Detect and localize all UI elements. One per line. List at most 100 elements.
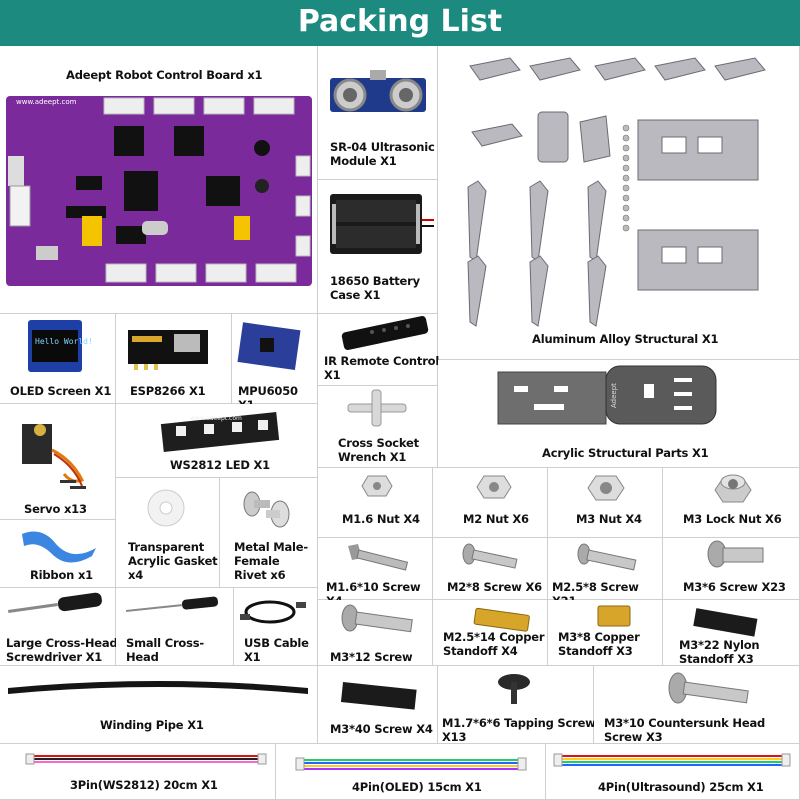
- pin3-image: [25, 753, 267, 765]
- usb-cable-label: USB Cable X1: [244, 636, 309, 664]
- acrylic-cell: Adeept Acrylic Structural Parts X1: [438, 360, 800, 468]
- ir-remote-image: [341, 316, 429, 350]
- m16-nut-label: M1.6 Nut X4: [342, 512, 420, 526]
- oled-screen-text: Hello World!: [35, 337, 93, 346]
- ribbon-cell: Ribbon x1: [0, 520, 116, 588]
- pin4-ultra-label: 4Pin(Ultrasound) 25cm X1: [598, 780, 764, 794]
- ultrasonic-label: SR-04 Ultrasonic Module X1: [330, 140, 435, 168]
- m3-12-screw-cell: M3*12 Screw X6: [318, 600, 433, 678]
- m25-standoff-cell: M2.5*14 Copper Standoff X4: [433, 600, 548, 666]
- pin4-ultra-cell: 4Pin(Ultrasound) 25cm X1: [546, 744, 800, 800]
- m3-8-standoff-cell: M3*8 Copper Standoff X3: [548, 600, 663, 666]
- m25-standoff-image: [473, 607, 530, 632]
- m16-screw-image: [348, 544, 409, 571]
- m3-nut-cell: M3 Nut X4: [548, 468, 663, 538]
- ribbon-image: [22, 531, 96, 563]
- m3-nut-label: M3 Nut X4: [576, 512, 642, 526]
- ir-remote-cell: IR Remote Control X1: [318, 314, 440, 386]
- m2-nut-label: M2 Nut X6: [463, 512, 529, 526]
- m2-nut-cell: M2 Nut X6: [433, 468, 548, 538]
- countersunk-label: M3*10 Countersunk Head Screw X3: [604, 716, 766, 744]
- esp8266-image: [128, 330, 208, 370]
- mpu6050-cell: MPU6050 X1: [232, 314, 318, 412]
- m3-lock-nut-image: [714, 474, 752, 503]
- m25-standoff-label: M2.5*14 Copper Standoff X4: [443, 630, 545, 658]
- m25-screw-cell: M2.5*8 Screw X21: [548, 538, 663, 608]
- battery-case-label: 18650 Battery Case X1: [330, 274, 420, 302]
- esp8266-cell: ESP8266 X1: [116, 314, 232, 404]
- large-driver-label: Large Cross-Head Screwdriver X1: [6, 636, 118, 664]
- ws2812-url-text: www.adeept.com: [190, 415, 242, 422]
- servo-label: Servo x13: [24, 502, 87, 516]
- tapping-screw-cell: M1.7*6*6 Tapping Screw X13: [438, 666, 596, 744]
- m2-screw-cell: M2*8 Screw X6: [433, 538, 548, 600]
- rivet-cell: Metal Male-Female Rivet x6: [220, 478, 318, 588]
- ribbon-label: Ribbon x1: [30, 568, 93, 582]
- mpu6050-image: [237, 322, 301, 370]
- acrylic-parts-image: Adeept: [497, 365, 717, 425]
- acrylic-logo-text: Adeept: [610, 383, 618, 408]
- usb-cable-image: [240, 600, 306, 624]
- cross-wrench-cell: Cross Socket Wrench X1: [318, 386, 438, 468]
- pin3-label: 3Pin(WS2812) 20cm X1: [70, 778, 218, 792]
- pin4-ultra-image: [553, 753, 791, 767]
- gasket-label: Transparent Acrylic Gasket x4: [128, 540, 218, 582]
- m2-screw-label: M2*8 Screw X6: [447, 580, 542, 594]
- tapping-screw-label: M1.7*6*6 Tapping Screw X13: [442, 716, 596, 744]
- gasket-image: [147, 489, 185, 527]
- m3-6-screw-cell: M3*6 Screw X23: [663, 538, 800, 600]
- control-board-cell: Adeept Robot Control Board x1 www.adeept…: [0, 46, 318, 314]
- m3-22-standoff-image: [693, 608, 758, 637]
- m3-22-standoff-label: M3*22 Nylon Standoff X3: [679, 638, 760, 666]
- m3-40-screw-image: [340, 682, 417, 710]
- servo-cell: Servo x13: [0, 404, 116, 520]
- acrylic-label: Acrylic Structural Parts X1: [542, 446, 709, 460]
- m3-nut-image: [587, 475, 625, 501]
- servo-image: [22, 424, 86, 489]
- small-driver-cell: Small Cross-Head Screwdriver X1: [116, 588, 234, 678]
- large-driver-image: [8, 592, 102, 613]
- board-url-text: www.adeept.com: [16, 98, 77, 106]
- ir-remote-label: IR Remote Control X1: [324, 354, 440, 382]
- control-board-label: Adeept Robot Control Board x1: [66, 68, 263, 82]
- pin4-oled-label: 4Pin(OLED) 15cm X1: [352, 780, 482, 794]
- m25-screw-image: [577, 543, 637, 571]
- m16-nut-cell: M1.6 Nut X4: [318, 468, 433, 538]
- control-board-image: www.adeept.com: [6, 96, 312, 286]
- ws2812-image: www.adeept.com: [160, 412, 280, 452]
- ultrasonic-cell: SR-04 Ultrasonic Module X1: [318, 46, 438, 180]
- countersunk-image: [668, 672, 749, 704]
- pin3-cell: 3Pin(WS2812) 20cm X1: [0, 744, 276, 800]
- page-title: Packing List: [0, 0, 800, 46]
- rivet-image: [243, 491, 290, 528]
- m3-lock-nut-cell: M3 Lock Nut X6: [663, 468, 800, 538]
- m2-screw-image: [462, 543, 518, 569]
- m3-lock-nut-label: M3 Lock Nut X6: [683, 512, 782, 526]
- m3-8-standoff-image: [597, 605, 631, 627]
- winding-pipe-label: Winding Pipe X1: [100, 718, 204, 732]
- esp8266-label: ESP8266 X1: [130, 384, 206, 398]
- winding-pipe-cell: Winding Pipe X1: [0, 666, 318, 744]
- winding-pipe-image: [8, 681, 308, 694]
- ws2812-cell: www.adeept.com WS2812 LED X1: [116, 404, 318, 478]
- cross-wrench-label: Cross Socket Wrench X1: [338, 436, 419, 464]
- m3-6-screw-image: [707, 540, 764, 568]
- battery-case-cell: 18650 Battery Case X1: [318, 180, 438, 314]
- countersunk-cell: M3*10 Countersunk Head Screw X3: [594, 666, 800, 744]
- large-driver-cell: Large Cross-Head Screwdriver X1: [0, 588, 118, 666]
- battery-case-image: [330, 194, 434, 254]
- tapping-screw-image: [498, 674, 530, 704]
- oled-label: OLED Screen X1: [10, 384, 112, 398]
- pin4-oled-image: [295, 757, 527, 771]
- oled-cell: Hello World! OLED Screen X1: [0, 314, 116, 404]
- m3-22-standoff-cell: M3*22 Nylon Standoff X3: [663, 600, 800, 666]
- rivet-label: Metal Male-Female Rivet x6: [234, 540, 308, 582]
- m16-screw-cell: M1.6*10 Screw X4: [318, 538, 433, 608]
- m3-40-screw-cell: M3*40 Screw X4: [318, 666, 438, 744]
- m3-12-screw-image: [341, 604, 413, 633]
- aluminum-parts-image: [467, 57, 766, 327]
- gasket-cell: Transparent Acrylic Gasket x4: [116, 478, 220, 588]
- aluminum-label: Aluminum Alloy Structural X1: [532, 332, 719, 346]
- pin4-oled-cell: 4Pin(OLED) 15cm X1: [276, 744, 546, 800]
- m3-6-screw-label: M3*6 Screw X23: [683, 580, 786, 594]
